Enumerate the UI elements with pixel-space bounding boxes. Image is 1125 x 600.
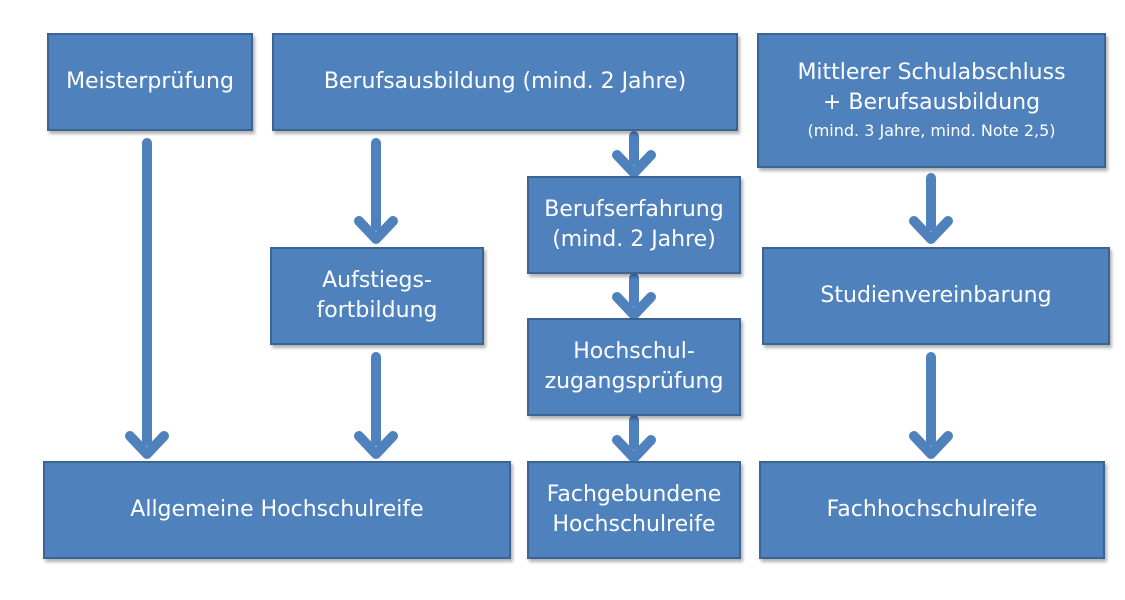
box-berufsausbildung-line-1: Berufsausbildung (mind. 2 Jahre) xyxy=(323,69,687,94)
box-mittlerer-schulabschluss-line-2: + Berufsausbildung xyxy=(822,89,1041,115)
arrow-aufstiegsfortbildung-to-allgemeine-hochschulreife xyxy=(354,352,398,459)
box-berufserfahrung-line-2: (mind. 2 Jahre) xyxy=(552,227,716,252)
box-studienvereinbarung-line-1: Studienvereinbarung xyxy=(820,283,1052,308)
box-fachgebundene-hochschulreife-line-1: Fachgebundene xyxy=(546,482,722,507)
arrow-mittlerer-schulabschluss-to-studienvereinbarung xyxy=(909,173,953,244)
arrow-berufsausbildung-to-aufstiegsfortbildung-head xyxy=(354,216,398,244)
arrow-berufserfahrung-to-hochschulzugangspruefung xyxy=(612,273,656,320)
box-berufserfahrung: Berufserfahrung (mind. 2 Jahre) xyxy=(527,176,741,274)
arrow-group xyxy=(125,131,953,463)
box-meisterpruefung-line-1: Meisterprüfung xyxy=(66,69,234,94)
box-fachgebundene-hochschulreife: Fachgebundene Hochschulreife xyxy=(527,461,741,559)
arrow-mittlerer-schulabschluss-to-studienvereinbarung-head xyxy=(909,216,953,244)
box-mittlerer-schulabschluss-note: (mind. 3 Jahre, mind. Note 2,5) xyxy=(807,120,1056,140)
box-hochschulzugangspruefung-line-1: Hochschul- xyxy=(573,339,695,364)
arrow-aufstiegsfortbildung-to-allgemeine-hochschulreife-head xyxy=(354,431,398,459)
arrow-meisterpruefung-to-allgemeine-hochschulreife-head xyxy=(125,431,169,459)
box-berufserfahrung-line-1: Berufserfahrung xyxy=(544,197,724,222)
box-aufstiegsfortbildung-line-1: Aufstiegs- xyxy=(322,268,432,293)
box-fachhochschulreife-line-1: Fachhochschulreife xyxy=(826,497,1038,522)
arrow-berufsausbildung-to-berufserfahrung-head xyxy=(612,150,656,178)
box-fachhochschulreife: Fachhochschulreife xyxy=(759,461,1105,559)
box-aufstiegsfortbildung: Aufstiegs- fortbildung xyxy=(270,247,484,345)
box-fachgebundene-hochschulreife-line-2: Hochschulreife xyxy=(552,512,716,537)
box-allgemeine-hochschulreife: Allgemeine Hochschulreife xyxy=(43,461,511,559)
arrow-studienvereinbarung-to-fachhochschulreife xyxy=(909,352,953,459)
arrow-berufserfahrung-to-hochschulzugangspruefung-head xyxy=(612,292,656,320)
box-meisterpruefung: Meisterprüfung xyxy=(47,33,253,131)
arrow-meisterpruefung-to-allgemeine-hochschulreife xyxy=(125,138,169,459)
box-allgemeine-hochschulreife-line-1: Allgemeine Hochschulreife xyxy=(130,497,424,522)
box-hochschulzugangspruefung: Hochschul- zugangsprüfung xyxy=(527,318,741,416)
arrow-hochschulzugangspruefung-to-fachgebundene-hochschulreife-head xyxy=(612,435,656,463)
box-studienvereinbarung: Studienvereinbarung xyxy=(762,247,1110,345)
arrow-studienvereinbarung-to-fachhochschulreife-head xyxy=(909,431,953,459)
box-mittlerer-schulabschluss: Mittlerer Schulabschluss + Berufsausbild… xyxy=(757,33,1106,168)
box-mittlerer-schulabschluss-line-1: Mittlerer Schulabschluss xyxy=(797,59,1066,85)
arrow-berufsausbildung-to-berufserfahrung xyxy=(612,131,656,178)
box-aufstiegsfortbildung-line-2: fortbildung xyxy=(316,298,438,323)
box-hochschulzugangspruefung-line-2: zugangsprüfung xyxy=(544,369,724,394)
arrow-hochschulzugangspruefung-to-fachgebundene-hochschulreife xyxy=(612,415,656,463)
box-berufsausbildung: Berufsausbildung (mind. 2 Jahre) xyxy=(272,33,738,131)
arrow-berufsausbildung-to-aufstiegsfortbildung xyxy=(354,138,398,244)
